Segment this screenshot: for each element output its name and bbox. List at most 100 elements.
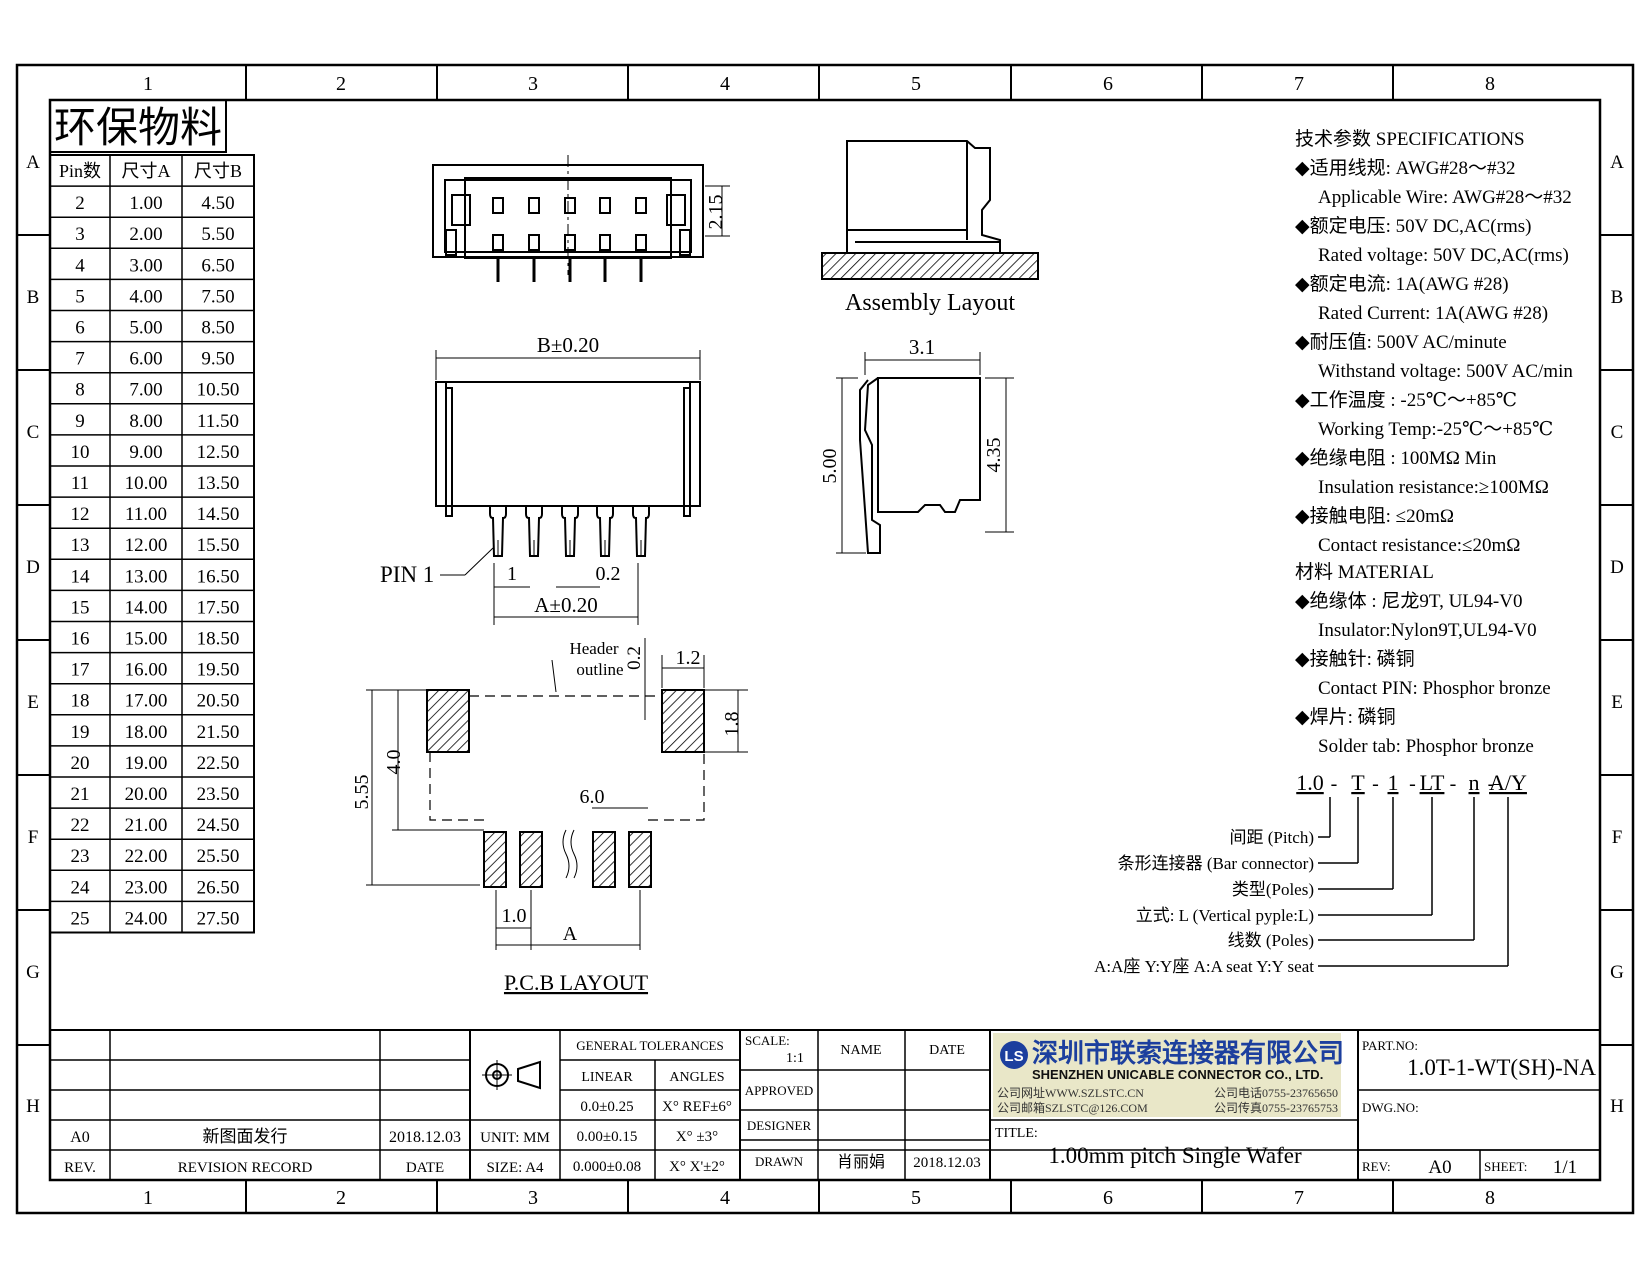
company-logo-icon (1000, 1041, 1028, 1069)
dim-top-height: 2.15 (705, 195, 727, 230)
column-label: 4 (720, 1187, 730, 1209)
angles-header: ANGLES (669, 1070, 724, 1085)
table-cell: 5.50 (201, 224, 234, 245)
table-cell: 8 (75, 380, 85, 401)
spec-line: Rated voltage: 50V DC,AC(rms) (1318, 245, 1569, 266)
code-segment: T (1351, 770, 1365, 795)
table-cell: 4.50 (201, 193, 234, 214)
projection-symbol-icon (482, 1060, 541, 1090)
column-label: 3 (528, 1187, 538, 1209)
column-label: 7 (1294, 73, 1304, 95)
row-label: G (26, 962, 40, 983)
table-cell: 13.50 (197, 473, 240, 494)
table-cell: 21 (71, 784, 90, 805)
pin-slot (635, 234, 647, 251)
code-dash: - (1409, 773, 1416, 795)
table-cell: 25.50 (197, 846, 240, 867)
dim-4-0: 4.0 (383, 750, 405, 775)
column-label: 1 (143, 73, 153, 95)
table-cell: 18.50 (197, 629, 240, 650)
pin-slot (599, 234, 611, 251)
table-cell: 17.00 (125, 691, 168, 712)
date-column-header: DATE (929, 1043, 965, 1058)
part-no-value: 1.0T-1-WT(SH)-NA (1407, 1055, 1596, 1080)
table-cell: 18.00 (125, 722, 168, 743)
row-label: C (27, 422, 40, 443)
table-cell: 23.50 (197, 784, 240, 805)
pin-slot (492, 197, 504, 214)
sheet-value: 1/1 (1553, 1157, 1577, 1178)
row-label: D (1610, 557, 1624, 578)
table-cell: 9.50 (201, 349, 234, 370)
table-cell: 13 (71, 535, 90, 556)
table-cell: 25 (71, 908, 90, 929)
specifications: 技术参数 SPECIFICATIONS◆适用线规: AWG#28～#32Appl… (1295, 128, 1573, 757)
tolerance-block: GENERAL TOLERANCES LINEAR ANGLES 0.0±0.2… (573, 1038, 732, 1175)
general-tolerances-label: GENERAL TOLERANCES (576, 1038, 723, 1053)
material-line: ◆焊片: 磷铜 (1295, 706, 1396, 728)
company-fax: 公司传真0755-23765753 (1214, 1100, 1338, 1115)
column-label: 8 (1485, 73, 1495, 95)
scale-label: SCALE: (745, 1033, 790, 1048)
code-label: 条形连接器 (Bar connector) (1118, 854, 1314, 873)
company-name-cn: 深圳市联索连接器有限公司 (1032, 1038, 1344, 1068)
material-line: ◆绝缘体 : 尼龙9T, UL94-V0 (1295, 590, 1522, 612)
column-label: 3 (528, 73, 538, 95)
part-no-label: PART.NO: (1362, 1038, 1418, 1053)
table-cell: 14.50 (197, 504, 240, 525)
designer-label: DESIGNER (747, 1118, 812, 1133)
drawn-date: 2018.12.03 (913, 1155, 981, 1171)
spec-line: ◆额定电压: 50V DC,AC(rms) (1295, 215, 1531, 237)
column-label: 2 (336, 1187, 346, 1209)
linear-header: LINEAR (581, 1070, 633, 1085)
part-info-block: PART.NO: 1.0T-1-WT(SH)-NA DWG.NO: REV: A… (1362, 1038, 1596, 1178)
spec-line: Rated Current: 1A(AWG #28) (1318, 303, 1548, 324)
table-header: Pin数 (59, 161, 101, 181)
dim-gap: 0.2 (624, 646, 645, 670)
table-cell: 13.00 (125, 566, 168, 587)
header-outline-label-1: Header (569, 639, 618, 658)
revision-record-header: REVISION RECORD (178, 1160, 313, 1176)
table-cell: 6 (75, 318, 85, 339)
material-line: Insulator:Nylon9T,UL94-V0 (1318, 620, 1537, 641)
drawn-name: 肖丽娟 (837, 1153, 885, 1171)
table-cell: 10 (71, 442, 90, 463)
code-label: 类型(Poles) (1232, 880, 1314, 899)
table-cell: 4 (75, 255, 85, 276)
table-cell: 24 (71, 877, 91, 898)
logo-letters: LS (1004, 1048, 1023, 1065)
front-view (435, 350, 701, 625)
pin-slot (528, 234, 540, 251)
spec-line: Working Temp:-25℃～+85℃ (1318, 419, 1553, 440)
column-label: 5 (911, 1187, 921, 1209)
table-cell: 10.50 (197, 380, 240, 401)
spec-line: ◆绝缘电阻 : 100MΩ Min (1295, 447, 1497, 469)
table-cell: 18 (71, 691, 90, 712)
pcb-pad (519, 831, 543, 888)
dim-pitch: 1 (507, 563, 517, 585)
table-cell: 22.00 (125, 846, 168, 867)
code-segment: A/Y (1489, 770, 1527, 795)
part-number-breakdown: 1.0-T-1-LT-n-A/Y间距 (Pitch)条形连接器 (Bar con… (1094, 770, 1527, 976)
pin1-label: PIN 1 (380, 562, 434, 587)
linear-tol-3: 0.000±0.08 (573, 1159, 641, 1175)
spec-line: ◆接触电阻: ≤20mΩ (1295, 505, 1454, 527)
spec-line: ◆耐压值: 500V AC/minute (1295, 331, 1507, 353)
table-cell: 17 (71, 660, 90, 681)
size-label: SIZE: A4 (486, 1160, 544, 1176)
scale-value: 1:1 (786, 1051, 804, 1066)
table-cell: 27.50 (197, 908, 240, 929)
table-cell: 12.00 (125, 535, 168, 556)
company-website: 公司网址WWW.SZLSTC.CN (997, 1086, 1144, 1100)
dim-pad-height: 1.8 (721, 712, 743, 737)
company-email: 公司邮箱SZLSTC@126.COM (997, 1100, 1148, 1115)
column-label: 6 (1103, 73, 1113, 95)
code-segment: 1.0 (1296, 770, 1324, 795)
table-cell: 17.50 (197, 597, 240, 618)
table-cell: 11.50 (197, 411, 239, 432)
table-cell: 2.00 (129, 224, 162, 245)
sheet-label: SHEET: (1484, 1159, 1527, 1174)
table-cell: 11.00 (125, 504, 167, 525)
rev-description: 新图面发行 (203, 1127, 288, 1146)
code-label: 立式: L (Vertical pyple:L) (1136, 906, 1314, 925)
